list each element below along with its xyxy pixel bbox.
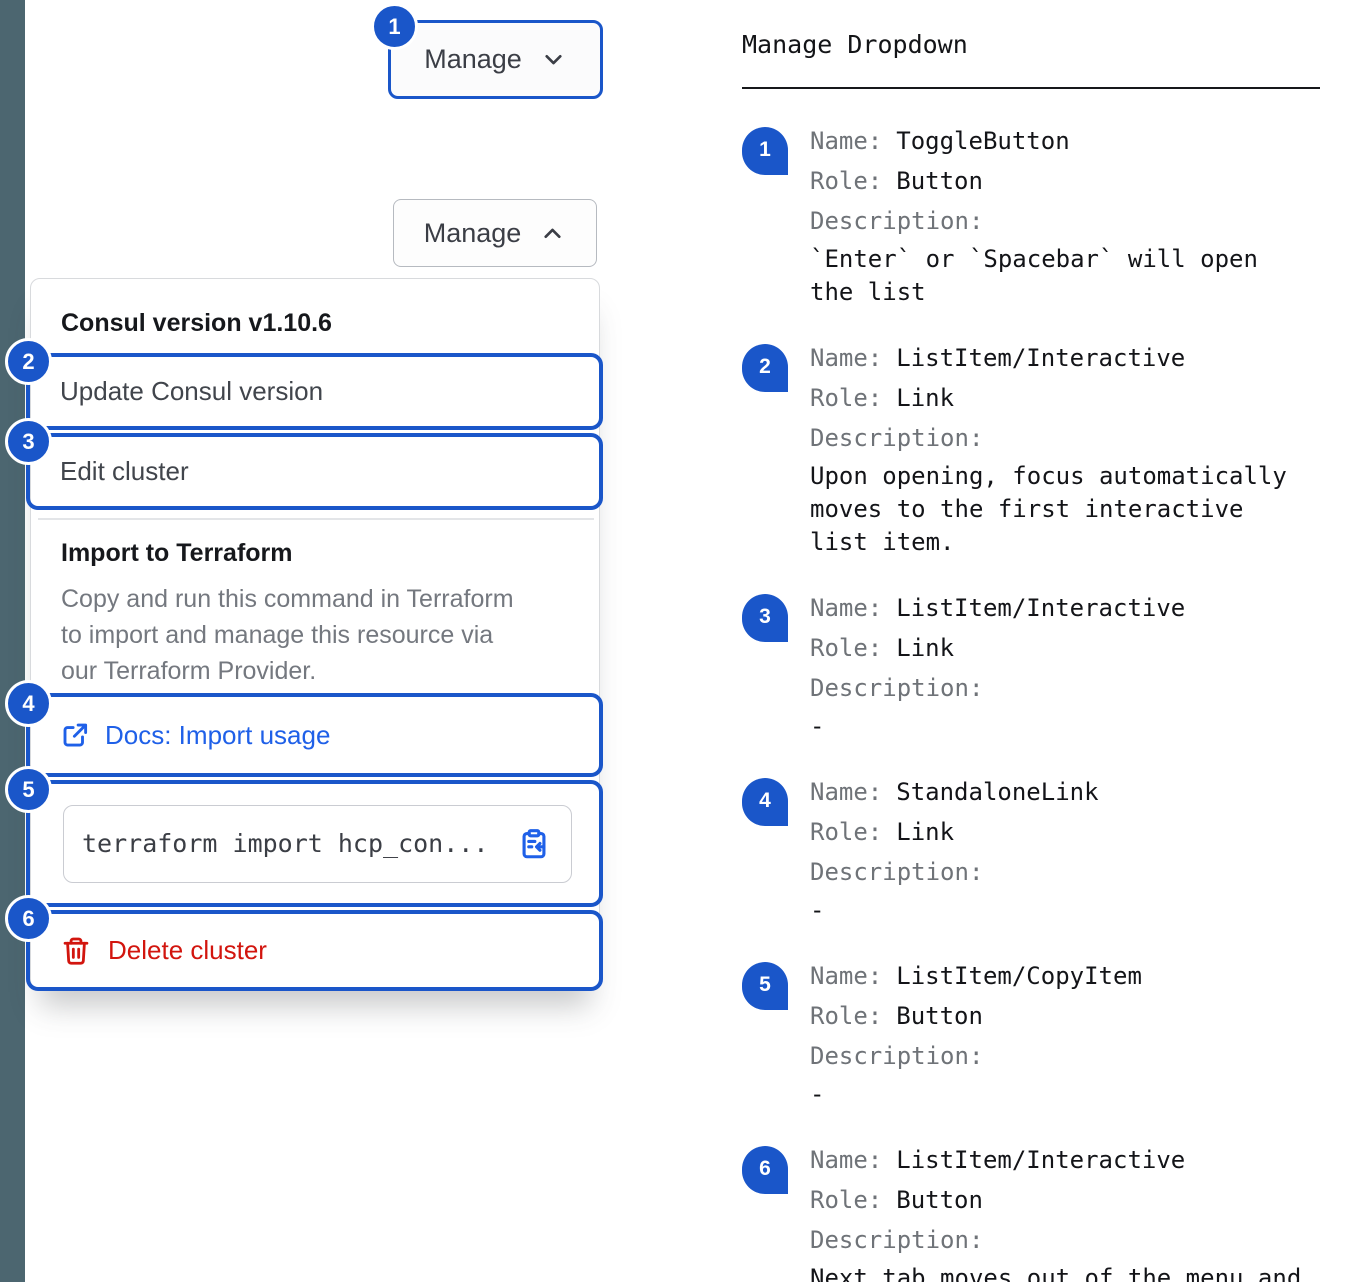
annotation-badge-3: 3 (5, 418, 52, 465)
legend-description-label: Description: (810, 207, 984, 235)
menu-item-update-consul-version[interactable]: Update Consul version (60, 376, 324, 406)
legend-description-label: Description: (810, 424, 984, 452)
legend-name-row: Name:ListItem/Interactive (810, 344, 1186, 372)
legend-badge-2: 2 (742, 344, 788, 392)
menu-section-divider (38, 518, 594, 520)
annotation-outline-docs-link: Docs: Import usage (26, 693, 603, 777)
legend-role-row: Role:Link (810, 384, 955, 412)
legend-name-row: Name:StandaloneLink (810, 778, 1099, 806)
annotation-badge-2: 2 (5, 338, 52, 385)
annotation-outline-copy-item: terraform import hcp_con... (26, 780, 603, 907)
legend-divider (742, 87, 1320, 89)
external-link-icon (63, 723, 88, 747)
manage-dropdown-menu: Consul version v1.10.6 Update Consul ver… (26, 278, 603, 991)
legend-panel: Manage Dropdown 1 Name:ToggleButton Role… (742, 30, 1320, 1282)
legend-role-row: Role:Link (810, 818, 955, 846)
annotation-outline-delete-cluster: Delete cluster (26, 910, 603, 991)
chevron-up-icon (544, 228, 561, 238)
import-terraform-description: Copy and run this command in Terraform t… (61, 585, 514, 685)
chevron-down-icon (545, 55, 562, 65)
legend-description-text: - (810, 712, 825, 740)
copy-command-button[interactable] (517, 827, 551, 861)
annotation-badge-4: 4 (5, 680, 52, 727)
legend-description-text: - (810, 896, 825, 924)
legend-name-row: Name:ListItem/CopyItem (810, 962, 1142, 990)
legend-name-row: Name:ToggleButton (810, 127, 1070, 155)
legend-name-row: Name:ListItem/Interactive (810, 1146, 1186, 1174)
legend-role-row: Role:Link (810, 634, 955, 662)
annotation-outline-update-consul: Update Consul version (26, 353, 603, 430)
legend-title: Manage Dropdown (742, 30, 968, 59)
legend-badge-5: 5 (742, 962, 788, 1010)
left-edge-bar (0, 0, 25, 1282)
annotation-badge-1: 1 (371, 3, 418, 50)
legend-item-1: 1 Name:ToggleButton Role:Button Descript… (742, 121, 1320, 309)
legend-description-text: `Enter` or `Spacebar` will open the list (810, 245, 1258, 306)
menu-item-delete-cluster[interactable]: Delete cluster (108, 935, 267, 965)
manage-toggle-label: Manage (423, 217, 522, 248)
docs-import-usage-link[interactable]: Docs: Import usage (105, 719, 331, 750)
legend-item-3: 3 Name:ListItem/Interactive Role:Link De… (742, 588, 1320, 743)
import-terraform-header: Import to Terraform (61, 539, 293, 567)
legend-role-row: Role:Button (810, 1002, 983, 1030)
legend-description-label: Description: (810, 1226, 984, 1254)
menu-item-edit-cluster[interactable]: Edit cluster (60, 456, 189, 486)
annotation-badge-5: 5 (5, 766, 52, 813)
legend-item-5: 5 Name:ListItem/CopyItem Role:Button Des… (742, 956, 1320, 1111)
manage-toggle-button-collapsed[interactable]: Manage (388, 20, 603, 99)
terraform-command-text: terraform import hcp_con... (82, 829, 489, 858)
legend-description-text: Upon opening, focus automatically moves … (810, 462, 1287, 556)
legend-badge-6: 6 (742, 1146, 788, 1194)
annotation-badge-6: 6 (5, 895, 52, 942)
legend-description-text: - (810, 1080, 825, 1108)
legend-name-row: Name:ListItem/Interactive (810, 594, 1186, 622)
manage-toggle-label: Manage (424, 44, 522, 74)
annotation-outline-edit-cluster: Edit cluster (26, 433, 603, 510)
legend-description-text: Next tab moves out of the menu and to th… (810, 1264, 1302, 1282)
trash-icon (63, 937, 89, 965)
legend-badge-4: 4 (742, 778, 788, 826)
legend-item-4: 4 Name:StandaloneLink Role:Link Descript… (742, 772, 1320, 927)
legend-item-2: 2 Name:ListItem/Interactive Role:Link De… (742, 338, 1320, 559)
legend-badge-1: 1 (742, 127, 788, 175)
legend-item-6: 6 Name:ListItem/Interactive Role:Button … (742, 1140, 1320, 1282)
legend-badge-3: 3 (742, 594, 788, 642)
legend-description-label: Description: (810, 858, 984, 886)
manage-toggle-button-expanded[interactable]: Manage (393, 199, 597, 267)
legend-role-row: Role:Button (810, 1186, 983, 1214)
consul-version-header: Consul version v1.10.6 (61, 309, 332, 337)
legend-description-label: Description: (810, 674, 984, 702)
legend-description-label: Description: (810, 1042, 984, 1070)
clipboard-copy-icon (522, 828, 546, 858)
terraform-command-field[interactable]: terraform import hcp_con... (63, 804, 572, 883)
legend-role-row: Role:Button (810, 167, 983, 195)
